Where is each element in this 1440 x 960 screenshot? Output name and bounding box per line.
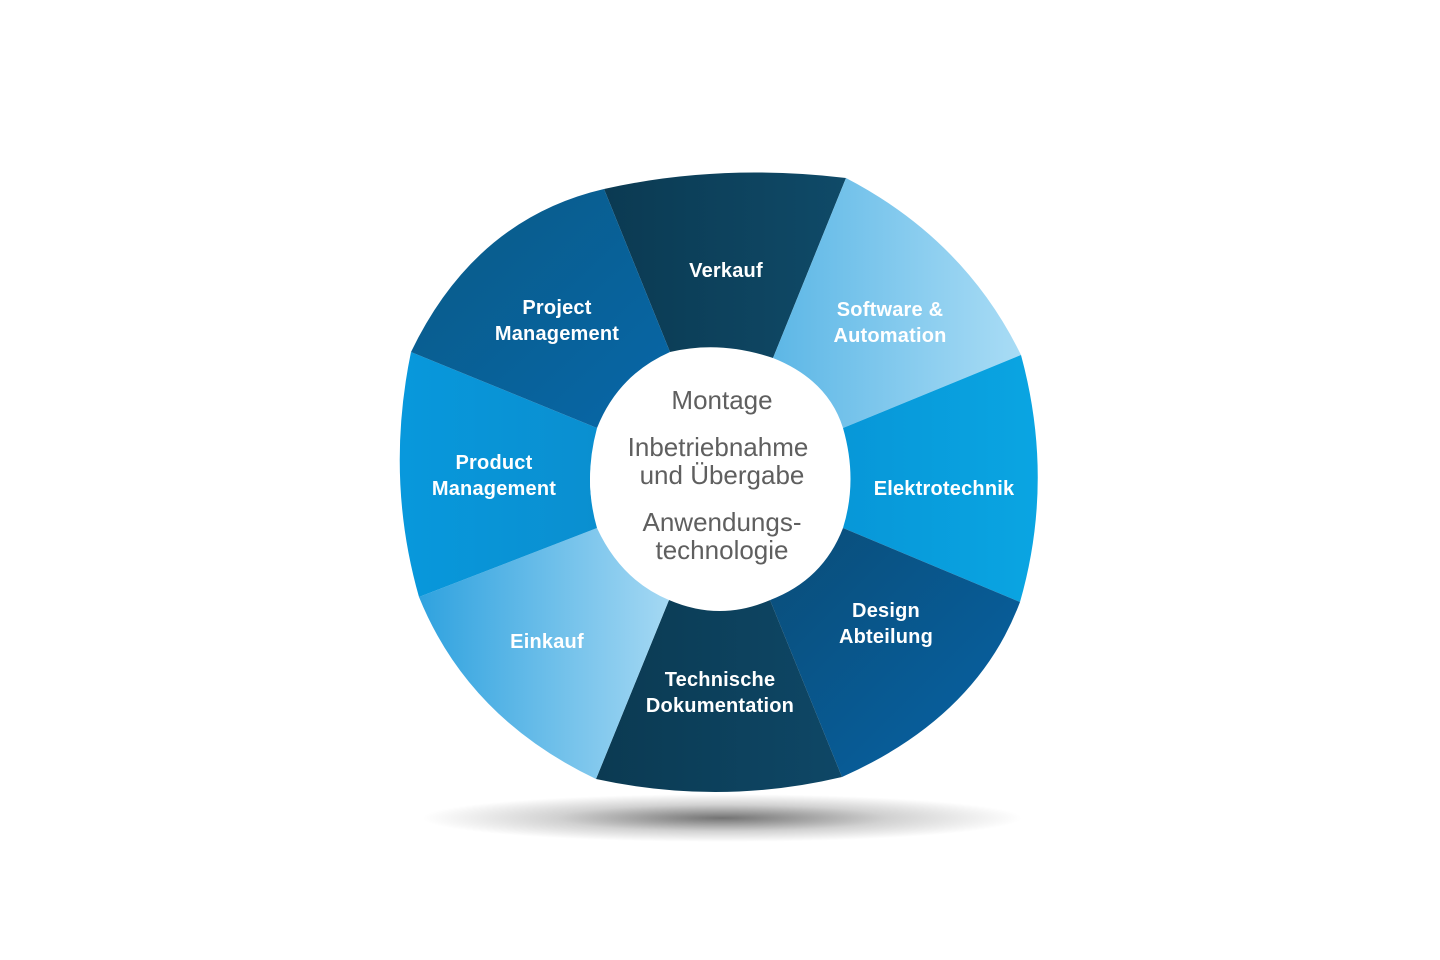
segment-verkauf: Verkauf bbox=[604, 172, 846, 358]
center-disc bbox=[590, 350, 850, 610]
center-line-technologie: technologie bbox=[656, 535, 789, 565]
segment-shape-technische bbox=[596, 600, 842, 793]
segment-label-product-1: Management bbox=[432, 478, 556, 500]
segment-label-technische-1: Dokumentation bbox=[646, 695, 794, 717]
center-line-montage: Montage bbox=[671, 385, 772, 415]
segment-shape-project bbox=[411, 189, 670, 428]
segment-label-project-1: Management bbox=[495, 323, 619, 345]
segment-label-verkauf-0: Verkauf bbox=[689, 260, 763, 282]
segment-label-software-1: Automation bbox=[833, 325, 946, 347]
segment-label-einkauf-0: Einkauf bbox=[510, 631, 584, 653]
center-line-uebergabe: und Übergabe bbox=[640, 460, 805, 490]
segment-shape-design bbox=[770, 528, 1020, 777]
segment-shape-elektrotechnik bbox=[843, 355, 1038, 602]
segment-software: Software & Automation bbox=[773, 178, 1021, 428]
center-line-anwendungs: Anwendungs- bbox=[643, 507, 802, 537]
center-line-inbetriebnahme: Inbetriebnahme bbox=[628, 432, 809, 462]
segment-label-technische-0: Technische bbox=[665, 669, 776, 691]
wheel-shadow bbox=[422, 794, 1022, 842]
segment-label-project-0: Project bbox=[522, 297, 591, 319]
segment-label-design-1: Abteilung bbox=[839, 626, 933, 648]
segment-elektrotechnik: Elektrotechnik bbox=[843, 355, 1038, 602]
segment-label-elektrotechnik-0: Elektrotechnik bbox=[874, 478, 1015, 500]
segment-shape-product bbox=[399, 352, 597, 597]
segment-label-software-0: Software & bbox=[837, 299, 943, 321]
segment-einkauf: Einkauf bbox=[419, 528, 669, 779]
segment-label-design-0: Design bbox=[852, 600, 920, 622]
segment-label-product-0: Product bbox=[456, 452, 533, 474]
segment-shape-einkauf bbox=[419, 528, 669, 779]
segment-shape-software bbox=[773, 178, 1021, 428]
segment-shape-verkauf bbox=[604, 172, 846, 358]
